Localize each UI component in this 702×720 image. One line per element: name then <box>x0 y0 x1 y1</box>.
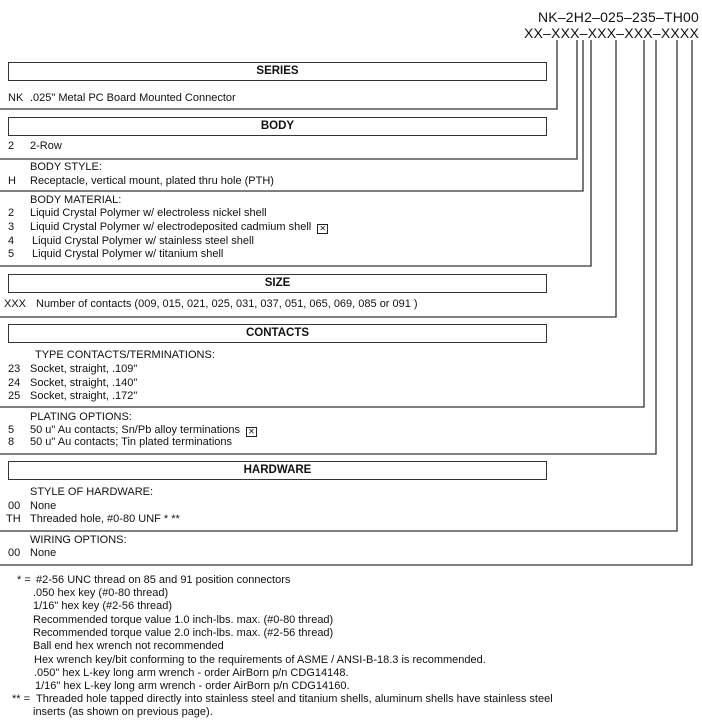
x-box-icon: ✕ <box>317 224 329 234</box>
contacts-header: CONTACTS <box>8 324 547 343</box>
plating-desc-text: 50 u" Au contacts; Sn/Pb alloy terminati… <box>30 424 240 436</box>
material-desc: Liquid Crystal Polymer w/ electrodeposit… <box>30 221 329 234</box>
body-style-code: H <box>8 175 16 187</box>
footnote-line: 1/16" hex L-key long arm wrench - order … <box>35 680 350 692</box>
plating-desc: 50 u" Au contacts; Sn/Pb alloy terminati… <box>30 424 257 437</box>
footnote-line: .050 hex key (#0-80 thread) <box>33 587 169 599</box>
wiring-code: 00 <box>8 547 21 559</box>
body-row-desc: 2-Row <box>30 140 62 152</box>
material-desc: Liquid Crystal Polymer w/ stainless stee… <box>32 235 254 247</box>
series-connector-line <box>0 40 558 110</box>
body-material-connector-line <box>0 40 592 267</box>
plating-desc: 50 u" Au contacts; Tin plated terminatio… <box>30 436 233 448</box>
body-style-connector-line <box>0 40 584 192</box>
footnote-line: .050" hex L-key long arm wrench - order … <box>34 667 349 679</box>
material-code: 3 <box>8 221 15 233</box>
contact-type-connector-line <box>0 40 645 408</box>
contact-code: 23 <box>8 363 21 375</box>
footnote-line: 1/16" hex key (#2-56 thread) <box>33 600 173 612</box>
contact-code: 25 <box>8 390 21 402</box>
footnote-line: Hex wrench key/bit conforming to the req… <box>34 654 486 666</box>
hardware-desc: Threaded hole, #0-80 UNF * ** <box>30 513 180 525</box>
footnote-line: #2-56 UNC thread on 85 and 91 position c… <box>36 574 291 586</box>
footnote-line: Recommended torque value 1.0 inch-lbs. m… <box>33 614 334 626</box>
size-desc: Number of contacts (009, 015, 021, 025, … <box>36 298 418 310</box>
size-connector-line <box>0 40 617 318</box>
part-number-example: NK–2H2–025–235–TH00 <box>537 9 699 25</box>
size-code: XXX <box>4 298 27 310</box>
material-code: 5 <box>8 248 15 260</box>
series-code: NK <box>8 92 24 104</box>
series-header: SERIES <box>8 62 547 81</box>
contact-type-label: TYPE CONTACTS/TERMINATIONS: <box>35 349 215 361</box>
body-row-code: 2 <box>8 140 15 152</box>
body-header: BODY <box>8 117 547 136</box>
body-row-connector-line <box>0 40 578 160</box>
contact-desc: Socket, straight, .109" <box>30 363 138 375</box>
footnote-line: Ball end hex wrench not recommended <box>33 640 224 652</box>
contact-code: 24 <box>8 377 21 389</box>
contact-desc: Socket, straight, .172" <box>30 390 138 402</box>
wiring-connector-line <box>0 40 693 566</box>
material-code: 4 <box>8 235 15 247</box>
hardware-style-connector-line <box>0 40 678 532</box>
body-material-label: BODY MATERIAL: <box>30 194 122 206</box>
wiring-desc: None <box>30 547 57 559</box>
part-number-pattern: XX–XXX–XXX–XXX–XXXX <box>523 25 699 41</box>
body-style-label: BODY STYLE: <box>30 161 102 173</box>
body-style-desc: Receptacle, vertical mount, plated thru … <box>30 175 274 187</box>
series-desc: .025" Metal PC Board Mounted Connector <box>30 92 236 104</box>
plating-label: PLATING OPTIONS: <box>30 411 132 423</box>
footnote-line: Recommended torque value 2.0 inch-lbs. m… <box>33 627 334 639</box>
footnote-line: inserts (as shown on previous page). <box>33 706 213 718</box>
footnote-dstar-prefix: ** = <box>12 693 31 705</box>
hardware-code: 00 <box>8 500 21 512</box>
material-desc: Liquid Crystal Polymer w/ titanium shell <box>32 248 224 260</box>
footnote-line: Threaded hole tapped directly into stain… <box>36 693 553 705</box>
hardware-code: TH <box>6 513 21 525</box>
hardware-header: HARDWARE <box>8 461 547 480</box>
hardware-style-label: STYLE OF HARDWARE: <box>30 486 154 498</box>
plating-code: 5 <box>8 424 15 436</box>
hardware-desc: None <box>30 500 57 512</box>
material-code: 2 <box>8 207 15 219</box>
footnote-star-prefix: * = <box>17 574 31 586</box>
plating-code: 8 <box>8 436 15 448</box>
wiring-label: WIRING OPTIONS: <box>30 534 127 546</box>
material-desc-text: Liquid Crystal Polymer w/ electrodeposit… <box>30 221 312 233</box>
plating-connector-line <box>0 40 657 455</box>
material-desc: Liquid Crystal Polymer w/ electroless ni… <box>30 207 267 219</box>
size-header: SIZE <box>8 274 547 293</box>
x-box-icon: ✕ <box>245 427 257 437</box>
contact-desc: Socket, straight, .140" <box>30 377 138 389</box>
